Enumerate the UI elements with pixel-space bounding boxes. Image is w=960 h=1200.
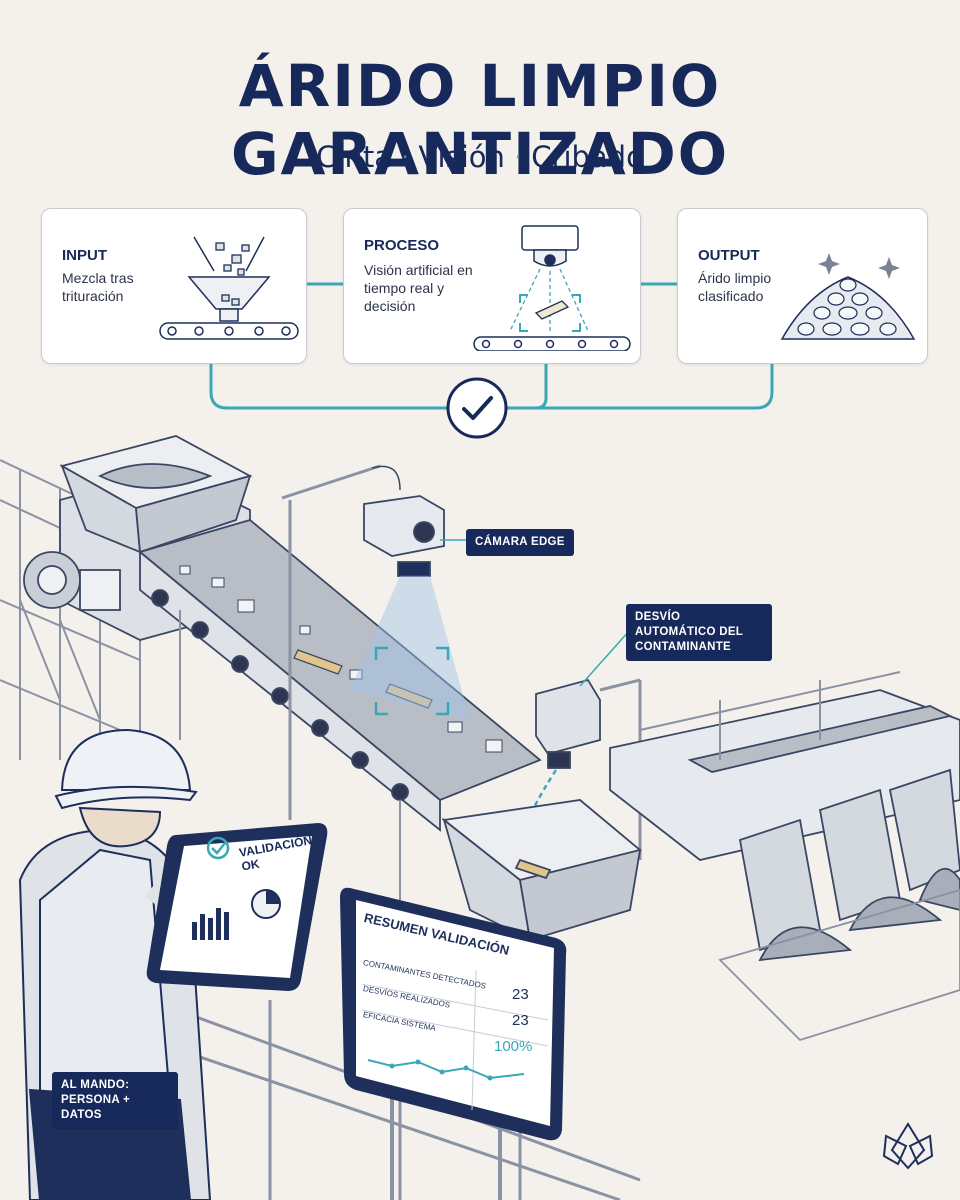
subtitle-cinta: Cinta	[316, 140, 392, 174]
subtitle-separator: ·	[402, 145, 409, 169]
screening-unit	[609, 671, 960, 1042]
operator-tag: AL MANDO: PERSONA + DATOS	[52, 1072, 178, 1129]
summary-panel-frame	[340, 887, 567, 1200]
summary-row-value: 23	[512, 986, 529, 1003]
card-input-label: INPUT	[62, 247, 107, 264]
camera-edge-tag: CÁMARA EDGE	[466, 529, 574, 556]
page-title: ÁRIDO LIMPIO GARANTIZADO	[230, 52, 730, 188]
card-output: OUTPUT Árido limpio clasificado	[677, 208, 928, 364]
card-proceso-label: PROCESO	[364, 237, 440, 254]
card-output-label: OUTPUT	[698, 247, 760, 264]
camera-gantry	[281, 464, 401, 820]
card-input: INPUT Mezcla tras trituración	[41, 208, 307, 364]
diverter	[535, 678, 642, 860]
page-subtitle: Cinta · Visión · Cribado	[0, 140, 960, 174]
subtitle-vision: Visión	[418, 140, 505, 174]
check-icon	[446, 377, 508, 439]
card-proceso: PROCESO Visión artificial en tiempo real…	[343, 208, 641, 364]
subtitle-cribado: Cribado	[531, 140, 644, 174]
tablet	[146, 822, 328, 992]
camera-conveyor-icon	[473, 225, 631, 351]
vision-beam	[350, 576, 470, 720]
hopper	[59, 435, 253, 554]
hopper-conveyor-icon	[159, 236, 299, 340]
flow-connectors	[209, 282, 774, 439]
brand-logo-icon	[882, 1122, 934, 1170]
leader-lines	[440, 539, 631, 687]
card-proceso-desc: Visión artificial en tiempo real y decis…	[364, 262, 473, 314]
aggregate-pile-icon	[780, 253, 916, 340]
summary-row-value: 23	[512, 1012, 529, 1029]
diverter-tag: DESVÍO AUTOMÁTICO DEL CONTAMINANTE	[626, 604, 772, 661]
edge-camera-icon	[363, 495, 445, 577]
reject-bin	[441, 799, 642, 942]
subtitle-separator: ·	[514, 145, 522, 169]
summary-efficacy-value: 100%	[494, 1038, 533, 1055]
detection-box	[374, 646, 450, 716]
card-output-desc: Árido limpio clasificado	[698, 270, 772, 304]
card-input-desc: Mezcla tras trituración	[62, 270, 134, 304]
